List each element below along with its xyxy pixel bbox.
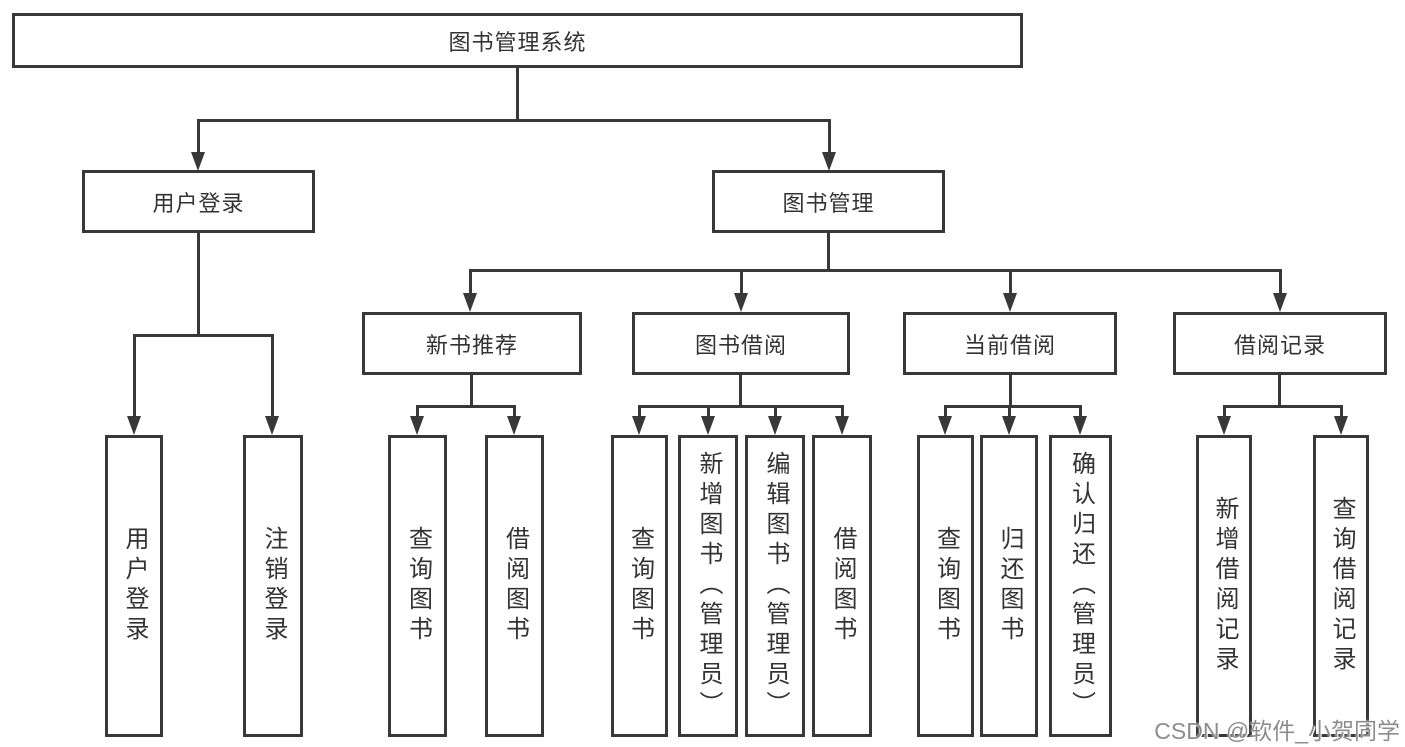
node-label: 当前借阅: [963, 332, 1056, 358]
leaf-edit-book-admin: 编辑图书（管理员）: [745, 435, 805, 737]
leaf-borrow-books: 借阅图书: [812, 435, 872, 737]
connector-bookmgmt-stub: [827, 232, 830, 272]
connector-drop: [1008, 405, 1011, 418]
arrowhead-down-icon: [938, 416, 952, 435]
leaf-label: 编辑图书（管理员）: [762, 451, 789, 721]
connector-drop: [1009, 269, 1012, 296]
arrowhead-down-icon: [734, 293, 748, 312]
node-user-login: 用户登录: [82, 170, 315, 233]
node-label: 借阅记录: [1233, 332, 1326, 358]
leaf-label: 查询图书: [404, 526, 432, 646]
leaf-label: 借阅图书: [501, 526, 529, 646]
node-label: 图书管理系统: [448, 29, 587, 55]
connector-drop: [774, 405, 777, 418]
node-book-borrow: 图书借阅: [632, 312, 850, 375]
connector-userlogin-rail: [133, 334, 274, 337]
connector-drop: [271, 334, 274, 419]
connector-newbook-rail: [416, 405, 516, 408]
leaf-user-login: 用户登录: [105, 435, 163, 737]
connector-records-stub: [1278, 374, 1281, 408]
watermark: CSDN @软件_小贺同学: [1154, 718, 1400, 744]
leaf-label: 归还图书: [996, 526, 1023, 646]
leaf-label: 确认归还（管理员）: [1067, 451, 1095, 721]
leaf-label: 新增借阅记录: [1211, 496, 1238, 676]
connector-drop: [707, 405, 710, 418]
connector-root-rail: [197, 119, 830, 122]
node-label: 用户登录: [152, 190, 245, 216]
leaf-query-books-recommend: 查询图书: [388, 435, 447, 737]
connector-newbook-stub: [470, 374, 473, 408]
leaf-label: 借阅图书: [829, 526, 856, 646]
leaf-return-book: 归还图书: [980, 435, 1038, 737]
leaf-add-borrow-record: 新增借阅记录: [1196, 435, 1252, 737]
arrowhead-down-icon: [265, 416, 279, 435]
connector-drop-user-login: [197, 119, 200, 155]
leaf-label: 查询图书: [932, 526, 960, 646]
node-library-management-system: 图书管理系统: [12, 13, 1023, 68]
arrowhead-down-icon: [507, 416, 521, 435]
arrowhead-down-icon: [768, 416, 782, 435]
connector-drop: [469, 269, 472, 296]
connector-drop: [513, 405, 516, 418]
node-book-management: 图书管理: [712, 170, 945, 233]
node-label: 新书推荐: [425, 332, 518, 358]
arrowhead-down-icon: [701, 416, 715, 435]
connector-drop: [416, 405, 419, 418]
connector-drop: [638, 405, 641, 418]
arrowhead-down-icon: [1002, 416, 1016, 435]
arrowhead-down-icon: [191, 152, 205, 171]
connector-drop: [944, 405, 947, 418]
leaf-label: 查询借阅记录: [1328, 496, 1355, 676]
connector-current-stub: [1009, 374, 1012, 408]
connector-root-stub: [516, 68, 519, 121]
arrowhead-down-icon: [632, 416, 646, 435]
leaf-query-books-current: 查询图书: [917, 435, 974, 737]
connector-drop: [841, 405, 844, 418]
leaf-label: 查询图书: [626, 526, 654, 646]
connector-bookmgmt-rail: [469, 269, 1282, 272]
connector-drop: [1279, 269, 1282, 296]
arrowhead-down-icon: [835, 416, 849, 435]
connector-current-rail: [944, 405, 1082, 408]
leaf-query-borrow-record: 查询借阅记录: [1313, 435, 1369, 737]
node-borrow-records: 借阅记录: [1173, 312, 1387, 375]
node-current-borrow: 当前借阅: [903, 312, 1117, 375]
arrowhead-down-icon: [127, 416, 141, 435]
node-new-book-recommend: 新书推荐: [362, 312, 582, 375]
arrowhead-down-icon: [410, 416, 424, 435]
connector-drop: [740, 269, 743, 296]
connector-borrow-stub: [739, 374, 742, 408]
leaf-add-book-admin: 新增图书（管理员）: [678, 435, 738, 737]
arrowhead-down-icon: [822, 152, 836, 171]
connector-records-rail: [1223, 405, 1343, 408]
connector-drop: [1223, 405, 1226, 418]
arrowhead-down-icon: [463, 293, 477, 312]
arrowhead-down-icon: [1003, 293, 1017, 312]
arrowhead-down-icon: [1073, 416, 1087, 435]
connector-userlogin-stub: [197, 232, 200, 337]
leaf-borrow-books-recommend: 借阅图书: [485, 435, 544, 737]
connector-drop: [1079, 405, 1082, 418]
leaf-label: 注销登录: [260, 526, 287, 646]
leaf-confirm-return-admin: 确认归还（管理员）: [1049, 435, 1112, 737]
arrowhead-down-icon: [1334, 416, 1348, 435]
connector-drop: [133, 334, 136, 419]
connector-borrow-rail: [638, 405, 844, 408]
leaf-logout: 注销登录: [243, 435, 303, 737]
node-label: 图书借阅: [694, 332, 787, 358]
connector-drop-book-management: [828, 119, 831, 155]
leaf-label: 用户登录: [121, 526, 148, 646]
arrowhead-down-icon: [1217, 416, 1231, 435]
connector-drop: [1340, 405, 1343, 418]
arrowhead-down-icon: [1273, 293, 1287, 312]
node-label: 图书管理: [782, 190, 875, 216]
leaf-label: 新增图书（管理员）: [695, 451, 722, 721]
leaf-query-books-borrow: 查询图书: [611, 435, 668, 737]
